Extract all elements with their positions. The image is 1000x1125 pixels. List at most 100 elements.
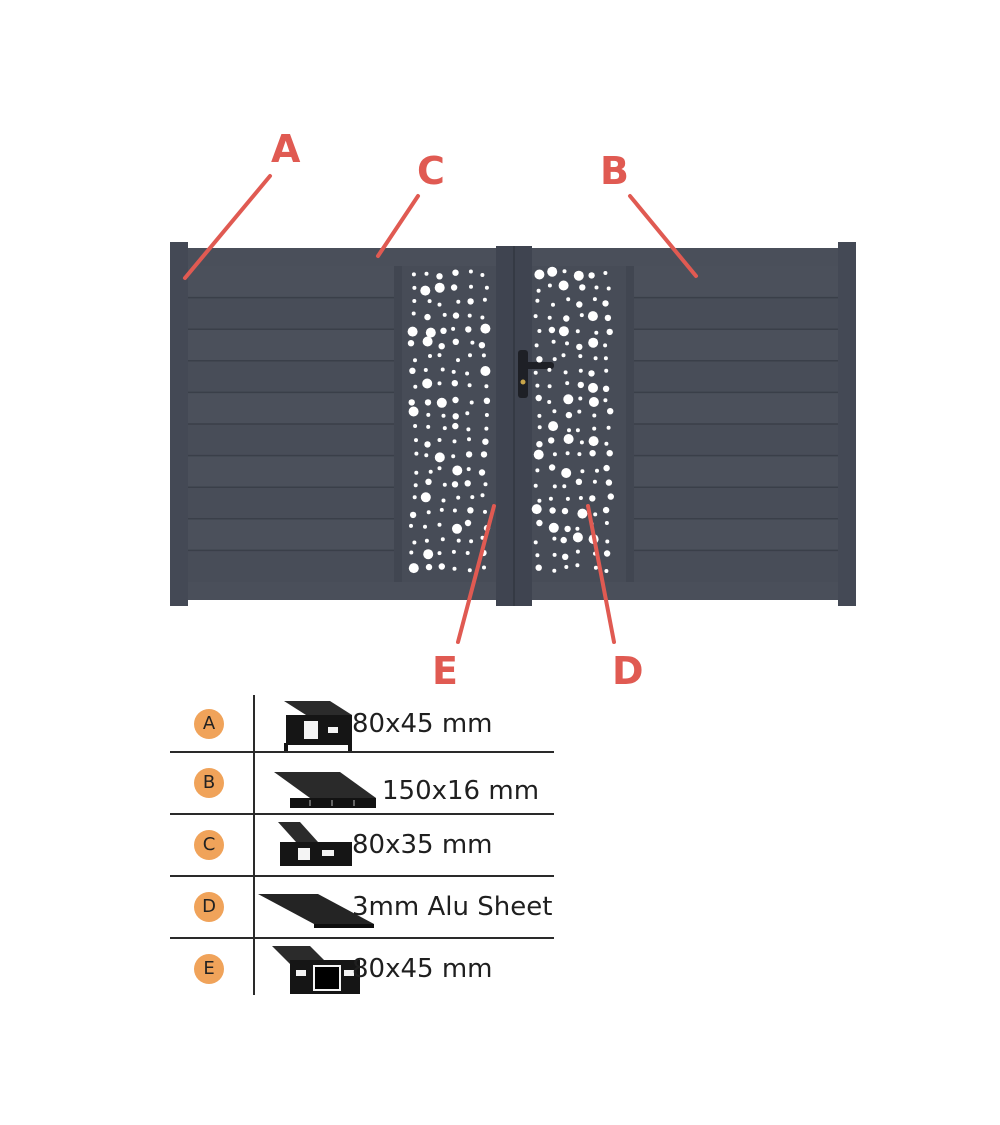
keyhole [520,379,526,385]
perforation-dot [595,468,599,473]
perforation-dot [588,337,599,348]
perforation-dot [424,453,429,458]
perforation-dot [561,507,569,515]
perforation-dot [481,353,486,358]
perforation-dot [572,532,583,543]
perforation-dot [437,302,442,307]
perforation-dot [437,438,442,442]
callout-line-c [376,194,420,258]
perforation-dot [452,523,462,534]
perforation-dot [478,469,486,476]
slat [634,518,838,551]
perforation-dot [534,343,539,348]
perforation-dot [592,426,597,431]
perforation-dot [437,381,442,386]
perforation-dot [605,539,610,544]
perforation-dot [565,496,570,501]
perforation-dot [548,421,559,432]
right-inner-stile [626,266,634,582]
perforation-dot [407,326,418,337]
perforation-dot [480,366,491,376]
perforation-dot [413,358,417,363]
perforation-dot [547,315,552,320]
perforation-dot [593,356,598,361]
perforation-dot [467,437,471,442]
perforation-dot [536,519,543,527]
perforation-dot [424,441,431,448]
slat [188,329,394,361]
perforation-dot [552,552,557,557]
perforation-dot [464,480,471,487]
slat [188,487,394,519]
gate [170,242,856,606]
slat [634,424,838,456]
perforation-dot [588,272,595,279]
perforation-dot [452,312,460,319]
callout-line-b [628,194,698,278]
perforation-dot [434,452,445,463]
perforation-dot [603,464,610,472]
perforation-dot [563,315,570,322]
perforation-dot [465,451,473,458]
perforation-dot [561,468,572,478]
perforation-dot [440,367,445,372]
perforation-dot [440,327,447,334]
perforation-dot [466,427,471,432]
perforation-dot [566,297,571,302]
slat [634,266,838,298]
perforation-dot [594,330,599,335]
handle-lever [524,362,554,369]
perforation-dot [465,411,470,416]
perforation-dot [580,469,585,474]
slat [634,392,838,424]
perforation-dot [567,428,571,433]
perforation-dot [452,465,463,476]
perforation-dot [552,484,557,489]
perforation-dot [412,495,417,500]
perforation-dot [577,409,582,414]
perforation-dot [468,269,473,274]
perforation-dot [424,399,432,406]
callout-a: A [271,127,301,171]
center-post-profile-icon [272,946,360,994]
perforation-dot [592,297,597,302]
sheet-profile-icon [258,894,374,928]
perforation-dot [480,493,485,498]
perforation-dot [437,522,442,527]
legend-divider-3 [170,875,554,877]
perforation-dot [562,269,567,274]
perforation-dot [535,468,540,473]
perforation-dot [408,406,419,417]
perforation-dot [483,509,487,514]
perforation-dot [442,312,447,317]
perforation-dot [606,425,611,430]
spec-b: 150x16 mm [382,776,540,806]
perforation-dot [408,399,415,406]
perforation-dot [478,342,486,349]
perforation-dot [442,482,447,487]
perforation-dot [412,540,417,545]
perforation-dot [575,428,580,433]
perforation-dot [564,525,571,533]
perforation-dot [558,326,569,337]
perforation-dot [606,450,613,457]
slat [188,266,394,298]
perforation-dot [441,498,446,503]
badge-a: A [194,709,224,739]
perforation-dot [436,397,447,408]
perforation-dot [451,380,458,387]
perforation-dot [469,539,474,544]
perforation-dot [442,426,447,431]
slat [634,297,838,330]
slat [188,518,394,551]
perforation-dot [552,452,557,457]
callout-lines [183,174,698,644]
perforation-dot [452,269,459,276]
perforation-dot [547,400,552,404]
perforation-dot [426,424,431,429]
badge-b: B [194,768,224,798]
slat [634,329,838,361]
callout-c: C [417,149,445,193]
perforation-dot [565,411,573,419]
perforation-dot [552,409,557,414]
